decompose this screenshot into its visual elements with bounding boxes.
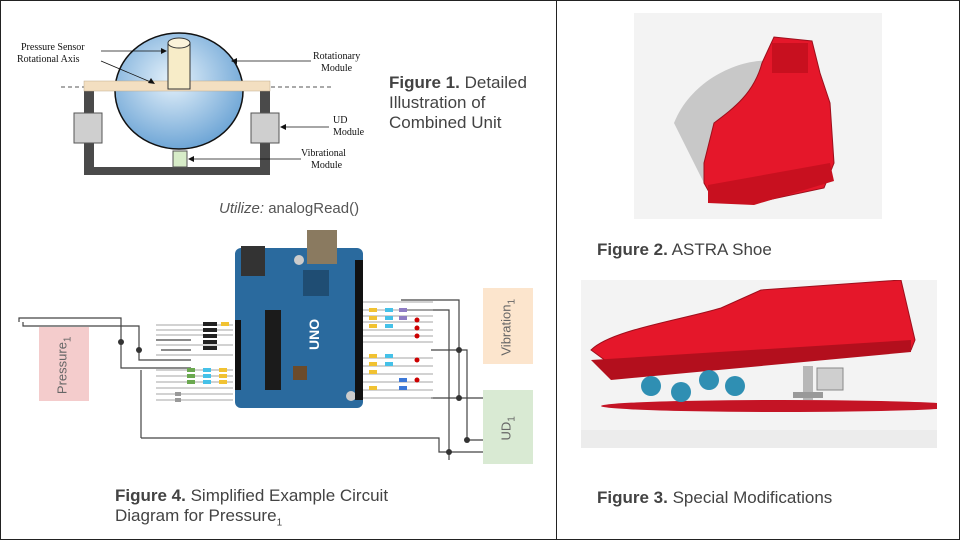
ud-box: UD1 <box>483 390 533 464</box>
right-panel: Figure 2. ASTRA Shoe Figure 3. Special M… <box>556 0 960 540</box>
ball-1 <box>641 376 661 396</box>
label-pressure-sensor: Pressure Sensor <box>21 42 85 53</box>
shoe-body <box>703 36 835 204</box>
utilize-label: Utilize: analogRead() <box>219 200 360 217</box>
special-modifications-image <box>581 280 937 448</box>
vibration-box-label: Vibration1 <box>498 298 518 356</box>
pressure-sensor-cylinder <box>167 42 191 90</box>
arduino-board: UNO <box>235 230 363 408</box>
label-ud-2: Module <box>333 127 365 138</box>
vibrational-module <box>172 150 188 168</box>
ball-4 <box>725 376 745 396</box>
label-ud-1: UD <box>333 115 347 126</box>
figure3-caption: Figure 3. Special Modifications <box>597 488 833 507</box>
figure4-panel: Utilize: analogRead() <box>0 190 557 540</box>
ud-box-label: UD1 <box>498 416 518 441</box>
frame-bottom <box>84 167 270 175</box>
figure2-caption: Figure 2. ASTRA Shoe <box>597 240 772 259</box>
label-vibrational-2: Module <box>311 160 343 171</box>
ud-module-block <box>816 367 844 391</box>
label-rotationary-2: Module <box>321 63 353 74</box>
circuit-diagram: UNO <box>18 230 485 460</box>
board-uno-text: UNO <box>306 319 322 350</box>
base-plate <box>601 400 937 412</box>
figure1-caption: Figure 1. Detailed Illustration of Combi… <box>389 73 527 132</box>
label-rotationary-1: Rotationary <box>313 51 360 62</box>
ball-3 <box>699 370 719 390</box>
combined-unit-illustration: Pressure Sensor Rotational Axis Rotation… <box>17 32 365 175</box>
figure1-panel: Pressure Sensor Rotational Axis Rotation… <box>0 0 557 192</box>
ud-module-right <box>250 112 280 144</box>
pressure-box: Pressure1 <box>39 327 89 401</box>
astra-shoe-image <box>634 13 882 219</box>
ball-2 <box>671 382 691 402</box>
label-vibrational-1: Vibrational <box>301 148 346 159</box>
ud-module-left <box>73 112 103 144</box>
vibration-box: Vibration1 <box>483 288 533 364</box>
pressure-box-label: Pressure1 <box>54 336 74 395</box>
figure4-caption: Figure 4. Simplified Example Circuit Dia… <box>115 486 389 529</box>
ud-module-shaft <box>803 366 813 400</box>
label-rotational-axis: Rotational Axis <box>17 54 80 65</box>
